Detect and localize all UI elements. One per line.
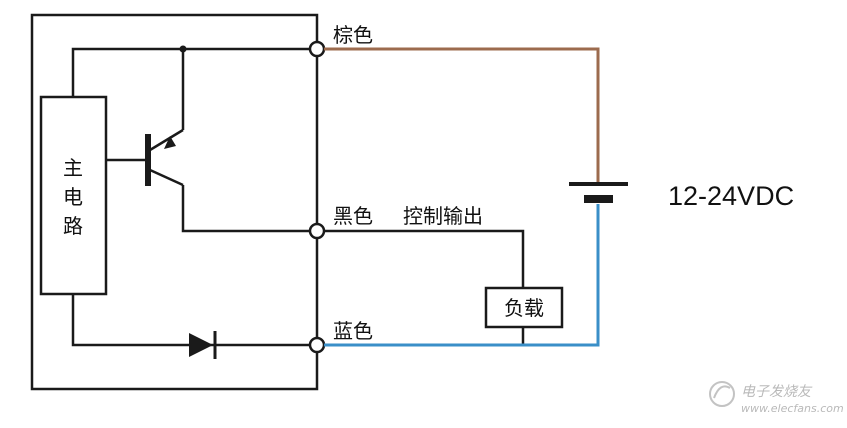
terminal-black <box>308 222 326 240</box>
blue-wire <box>324 204 600 347</box>
terminal-black-label: 黑色 <box>333 204 373 228</box>
sensor-housing <box>30 13 319 391</box>
load-box <box>484 286 564 329</box>
main-circuit-label-3: 路 <box>63 214 83 238</box>
control-output-wire <box>324 229 525 288</box>
terminal-blue-label: 蓝色 <box>333 319 373 343</box>
watermark-url: www.elecfans.com <box>741 402 844 415</box>
control-output-label: 控制输出 <box>403 204 483 228</box>
main-circuit-label-2: 电 <box>63 185 83 209</box>
supply-voltage-label: 12-24VDC <box>668 181 794 211</box>
terminal-blue <box>308 336 326 354</box>
watermark-text: 电子发烧友 <box>741 384 813 400</box>
diode-symbol <box>189 331 217 359</box>
transistor-symbol <box>145 128 184 187</box>
terminal-brown <box>308 40 326 58</box>
junction-dot <box>179 45 187 53</box>
brown-wire <box>324 47 600 182</box>
main-circuit-label-1: 主 <box>63 156 83 180</box>
watermark-logo: 电子发烧友 www.elecfans.com <box>709 381 844 415</box>
battery-symbol <box>569 182 628 203</box>
internal-wiring <box>71 47 310 347</box>
load-label: 负载 <box>504 296 544 320</box>
terminal-brown-label: 棕色 <box>333 23 373 47</box>
